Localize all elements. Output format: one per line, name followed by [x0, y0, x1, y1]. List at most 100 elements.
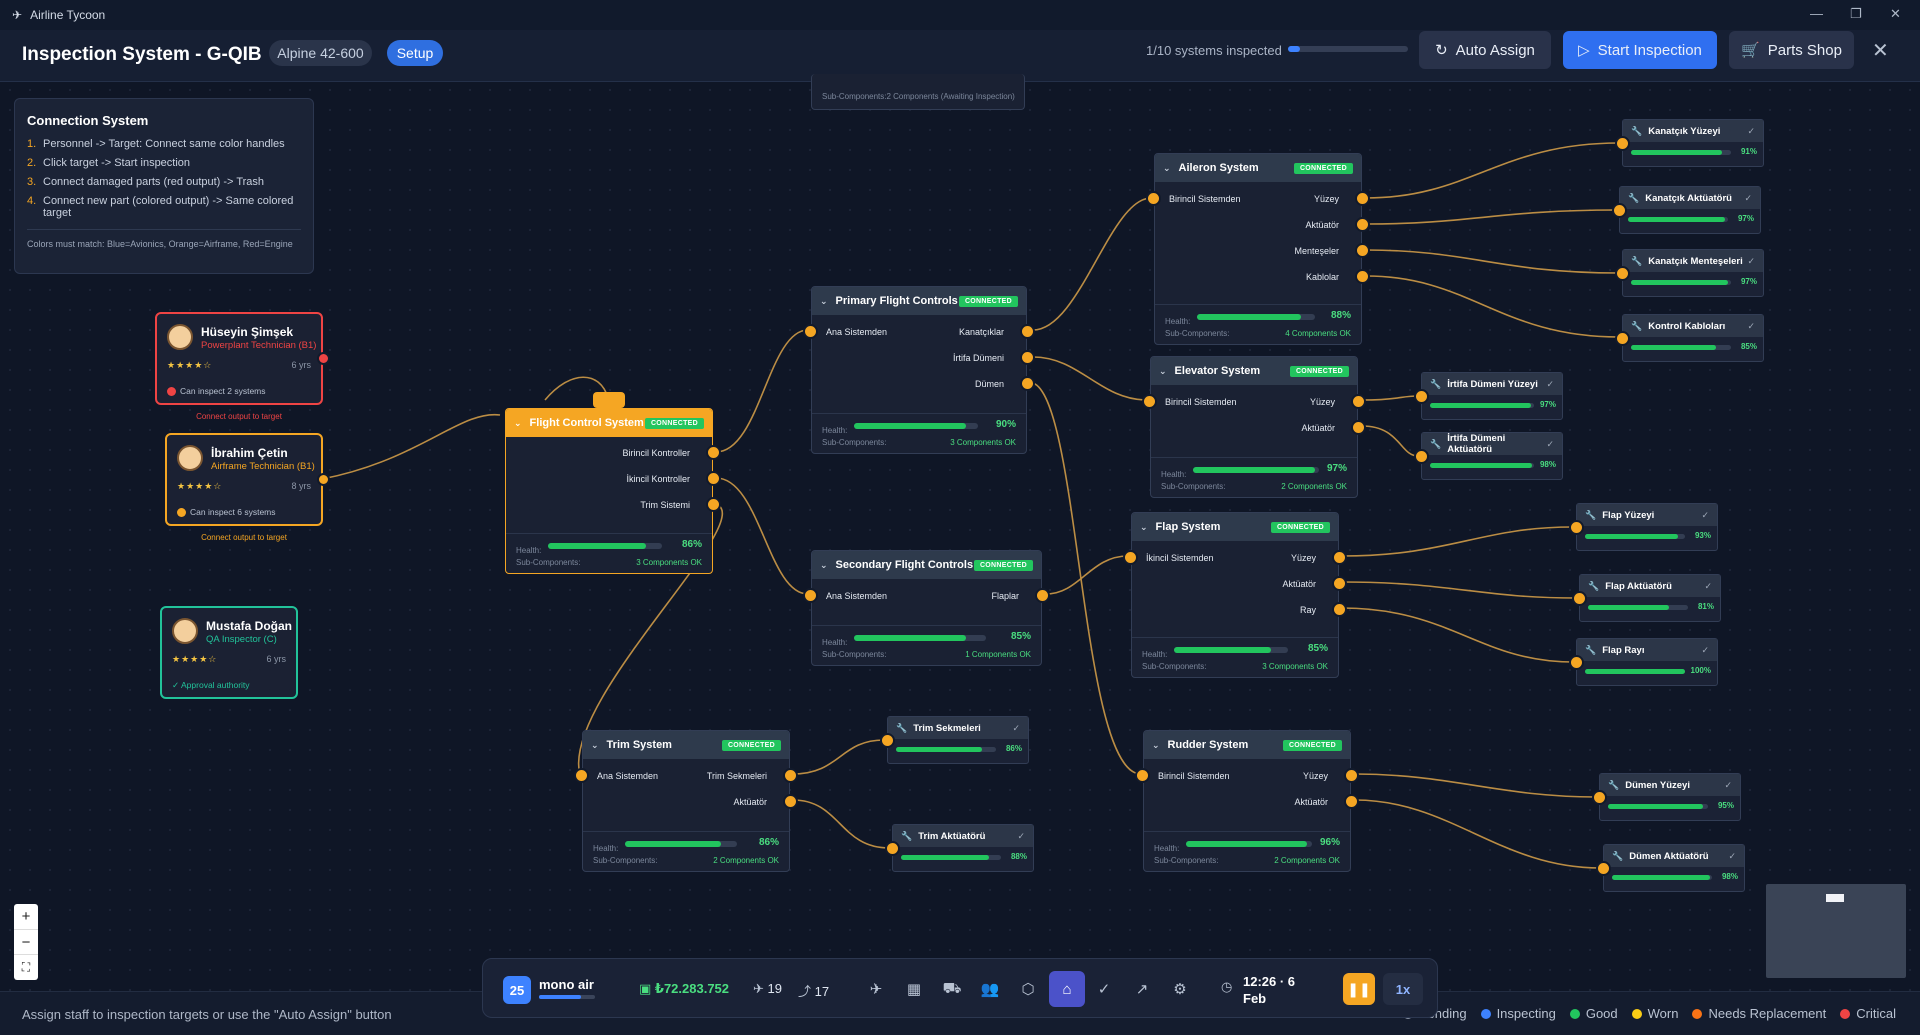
node-header[interactable]: ⌄ Secondary Flight Controls CONNECTED	[812, 551, 1041, 579]
output-handle[interactable]	[783, 768, 798, 783]
part-card-trim-sekmeleri[interactable]: 🔧Trim Sekmeleri✓ 86%	[880, 716, 1029, 764]
node-flight-control-system[interactable]: ⌄ Flight Control System CONNECTED Birinc…	[505, 408, 721, 574]
node-rudder-system[interactable]: ⌄ Rudder System CONNECTED Birincil Siste…	[1135, 730, 1359, 872]
minimize-icon[interactable]: —	[1810, 6, 1823, 21]
part-card-flap-yuzeyi[interactable]: 🔧Flap Yüzeyi✓ 93%	[1569, 503, 1718, 551]
output-handle[interactable]	[1344, 768, 1359, 783]
minimap[interactable]	[1766, 884, 1906, 978]
input-handle[interactable]	[1569, 655, 1584, 670]
chevron-down-icon[interactable]: ⌄	[820, 295, 828, 306]
output-handle[interactable]	[1351, 420, 1366, 435]
input-handle[interactable]	[1142, 394, 1157, 409]
parts-shop-button[interactable]: 🛒 Parts Shop	[1729, 31, 1854, 69]
box-icon[interactable]: ⬡	[1021, 981, 1035, 998]
node-header[interactable]: ⌄ Flap System CONNECTED	[1132, 513, 1338, 541]
output-handle[interactable]	[1020, 376, 1035, 391]
window-close-icon[interactable]: ✕	[1890, 6, 1901, 21]
zoom-in-icon[interactable]: +	[14, 904, 38, 930]
node-aileron-system[interactable]: ⌄ Aileron System CONNECTED Birincil Sist…	[1146, 153, 1370, 345]
output-handle[interactable]	[1332, 602, 1347, 617]
input-handle[interactable]	[885, 841, 900, 856]
gear-icon[interactable]: ⚙	[1173, 981, 1187, 998]
chevron-down-icon[interactable]: ⌄	[1152, 739, 1160, 750]
staff-icon[interactable]: 👥	[980, 981, 1000, 998]
input-handle[interactable]	[1572, 591, 1587, 606]
part-card-irtifa-dumeni-yuzeyi[interactable]: 🔧İrtifa Dümeni Yüzeyi✓ 97%	[1414, 372, 1563, 420]
input-handle[interactable]	[1146, 191, 1161, 206]
node-trim-system[interactable]: ⌄ Trim System CONNECTED Ana Sistemden Tr…	[574, 730, 798, 872]
output-handle[interactable]	[1351, 394, 1366, 409]
part-card-dumen-aktuatoru[interactable]: 🔧Dümen Aktüatörü✓ 98%	[1596, 844, 1745, 892]
part-card-trim-aktuatoru[interactable]: 🔧Trim Aktüatörü✓ 88%	[885, 824, 1034, 872]
awaiting-node[interactable]: Sub-Components:2 Components (Awaiting In…	[811, 74, 1025, 110]
staff-output-handle[interactable]	[317, 352, 330, 365]
part-card-kanatcik-menteseleri[interactable]: 🔧Kanatçık Menteşeleri✓ 97%	[1615, 249, 1764, 297]
output-handle[interactable]	[1332, 576, 1347, 591]
shop-cart-icon[interactable]: ⛟	[942, 979, 962, 997]
chevron-down-icon[interactable]: ⌄	[1163, 162, 1171, 173]
output-handle[interactable]	[1355, 217, 1370, 232]
auto-assign-button[interactable]: ↻ Auto Assign	[1419, 31, 1551, 69]
node-flap-system[interactable]: ⌄ Flap System CONNECTED İkincil Sistemde…	[1123, 512, 1347, 678]
top-connector-handle[interactable]	[593, 392, 625, 408]
check-circle-icon[interactable]: ✓	[1097, 981, 1111, 998]
part-card-flap-aktuatoru[interactable]: 🔧Flap Aktüatörü✓ 81%	[1572, 574, 1721, 622]
part-card-dumen-yuzeyi[interactable]: 🔧Dümen Yüzeyi✓ 95%	[1592, 773, 1741, 821]
input-handle[interactable]	[1612, 203, 1627, 218]
staff-card-huseyin[interactable]: Hüseyin Şimşek Powerplant Technician (B1…	[155, 312, 330, 421]
node-secondary-flight-controls[interactable]: ⌄ Secondary Flight Controls CONNECTED An…	[803, 550, 1050, 666]
staff-output-handle[interactable]	[317, 473, 330, 486]
input-handle[interactable]	[1615, 331, 1630, 346]
output-handle[interactable]	[1344, 794, 1359, 809]
output-handle[interactable]	[1355, 269, 1370, 284]
input-handle[interactable]	[803, 324, 818, 339]
output-handle[interactable]	[783, 794, 798, 809]
map-icon[interactable]: ▦	[906, 981, 922, 998]
output-handle[interactable]	[1020, 324, 1035, 339]
node-header[interactable]: ⌄ Primary Flight Controls CONNECTED	[812, 287, 1026, 315]
part-card-kanatcik-yuzeyi[interactable]: 🔧Kanatçık Yüzeyi✓ 91%	[1615, 119, 1764, 167]
input-handle[interactable]	[803, 588, 818, 603]
input-handle[interactable]	[1135, 768, 1150, 783]
input-handle[interactable]	[1596, 861, 1611, 876]
input-handle[interactable]	[1615, 136, 1630, 151]
chevron-down-icon[interactable]: ⌄	[1159, 365, 1167, 376]
part-card-kanatcik-aktuatoru[interactable]: 🔧Kanatçık Aktüatörü✓ 97%	[1612, 186, 1761, 234]
input-handle[interactable]	[880, 733, 895, 748]
node-header[interactable]: ⌄ Flight Control System CONNECTED	[506, 409, 712, 437]
output-handle[interactable]	[1035, 588, 1050, 603]
output-handle[interactable]	[1332, 550, 1347, 565]
output-handle[interactable]	[1020, 350, 1035, 365]
node-header[interactable]: ⌄ Elevator System CONNECTED	[1151, 357, 1357, 385]
speed-button[interactable]: 1x	[1383, 973, 1423, 1005]
node-elevator-system[interactable]: ⌄ Elevator System CONNECTED Birincil Sis…	[1142, 356, 1366, 498]
output-handle[interactable]	[706, 497, 721, 512]
output-handle[interactable]	[706, 445, 721, 460]
zoom-out-icon[interactable]: −	[14, 930, 38, 956]
chevron-down-icon[interactable]: ⌄	[1140, 521, 1148, 532]
input-handle[interactable]	[1615, 266, 1630, 281]
node-primary-flight-controls[interactable]: ⌄ Primary Flight Controls CONNECTED Ana …	[803, 286, 1035, 454]
input-handle[interactable]	[1414, 389, 1429, 404]
airline-name[interactable]: mono air	[539, 977, 594, 992]
input-handle[interactable]	[1592, 790, 1607, 805]
chevron-down-icon[interactable]: ⌄	[820, 559, 828, 570]
hangar-icon[interactable]: ⌂	[1049, 971, 1085, 1007]
fit-view-icon[interactable]: ⛶	[21, 960, 31, 975]
node-header[interactable]: ⌄ Aileron System CONNECTED	[1155, 154, 1361, 182]
start-inspection-button[interactable]: ▷ Start Inspection	[1563, 31, 1717, 69]
output-handle[interactable]	[1355, 191, 1370, 206]
input-handle[interactable]	[1569, 520, 1584, 535]
input-handle[interactable]	[1414, 449, 1429, 464]
part-card-irtifa-dumeni-aktuatoru[interactable]: 🔧İrtifa Dümeni Aktüatörü✓ 98%	[1414, 432, 1563, 480]
pause-button[interactable]: ❚❚	[1343, 973, 1375, 1005]
staff-card-ibrahim[interactable]: İbrahim Çetin Airframe Technician (B1) ★…	[165, 433, 330, 542]
flights-icon[interactable]: ✈	[869, 981, 883, 998]
node-header[interactable]: ⌄ Rudder System CONNECTED	[1144, 731, 1350, 759]
node-header[interactable]: ⌄ Trim System CONNECTED	[583, 731, 789, 759]
input-handle[interactable]	[1123, 550, 1138, 565]
part-card-flap-rayi[interactable]: 🔧Flap Rayı✓ 100%	[1569, 638, 1718, 686]
part-card-kontrol-kablolari[interactable]: 🔧Kontrol Kabloları✓ 85%	[1615, 314, 1764, 362]
maximize-icon[interactable]: ❐	[1850, 6, 1862, 21]
close-icon[interactable]: ✕	[1872, 40, 1889, 62]
